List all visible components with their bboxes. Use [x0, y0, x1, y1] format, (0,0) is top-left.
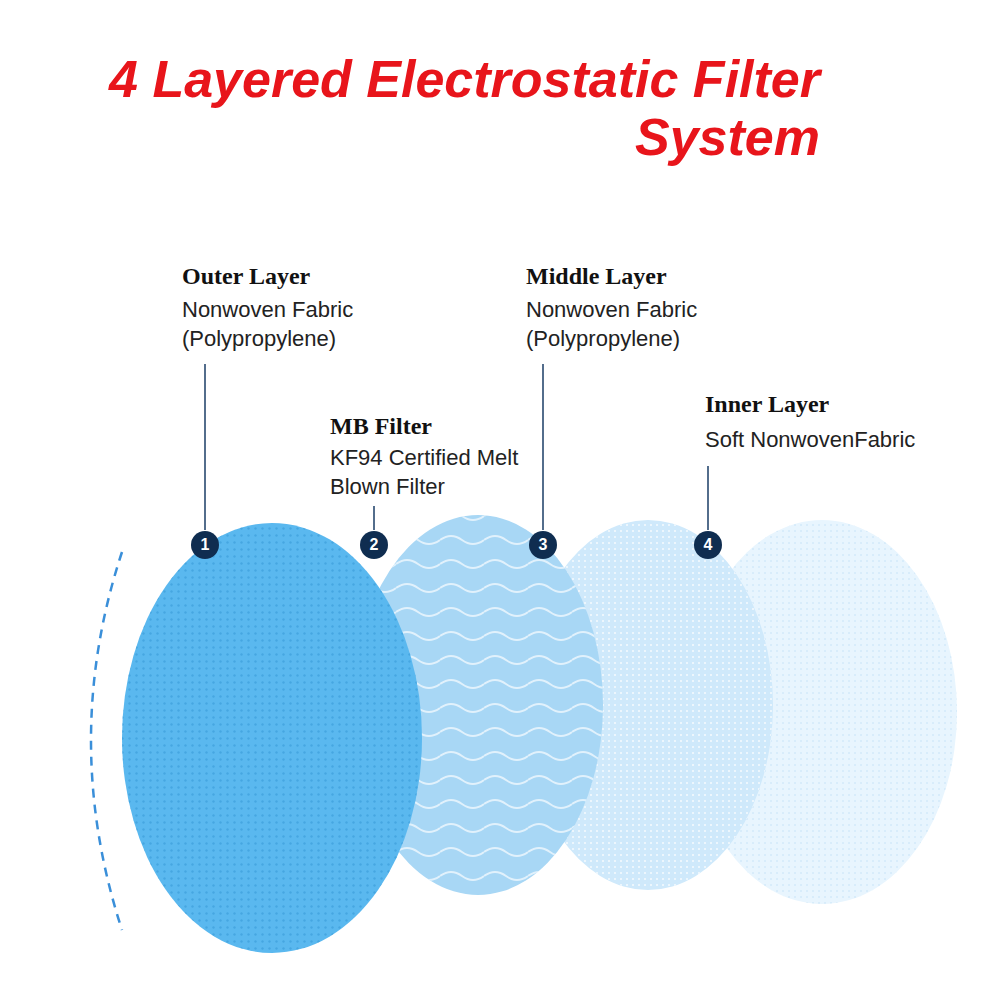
part-description: KF94 Certified Melt Blown Filter	[330, 444, 530, 501]
title: 4 Layered Electrostatic Filter System	[100, 50, 820, 166]
part-description: Soft NonwovenFabric	[705, 426, 915, 455]
part-name: Middle Layer	[526, 262, 667, 291]
callout-text: 2	[370, 537, 379, 553]
leader-line	[707, 466, 709, 530]
part-name: MB Filter	[330, 412, 432, 441]
outer-disc	[122, 523, 422, 953]
outer-disc-texture	[122, 523, 422, 953]
callout-number: 4	[694, 531, 722, 559]
dashed-arc	[91, 552, 122, 930]
callout-text: 4	[704, 537, 713, 553]
part-description: Nonwoven Fabric (Polypropylene)	[182, 296, 382, 353]
part-name: Outer Layer	[182, 262, 310, 291]
leader-lines	[205, 364, 708, 530]
leader-line	[542, 364, 544, 530]
layer-discs	[122, 515, 957, 953]
callout-number: 1	[191, 531, 219, 559]
callout-number: 3	[529, 531, 557, 559]
leader-line	[204, 364, 206, 530]
callout-text: 3	[539, 537, 548, 553]
callout-text: 1	[201, 537, 210, 553]
part-description: Nonwoven Fabric (Polypropylene)	[526, 296, 726, 353]
callout-number: 2	[360, 531, 388, 559]
part-name: Inner Layer	[705, 390, 829, 419]
leader-line	[373, 506, 375, 530]
